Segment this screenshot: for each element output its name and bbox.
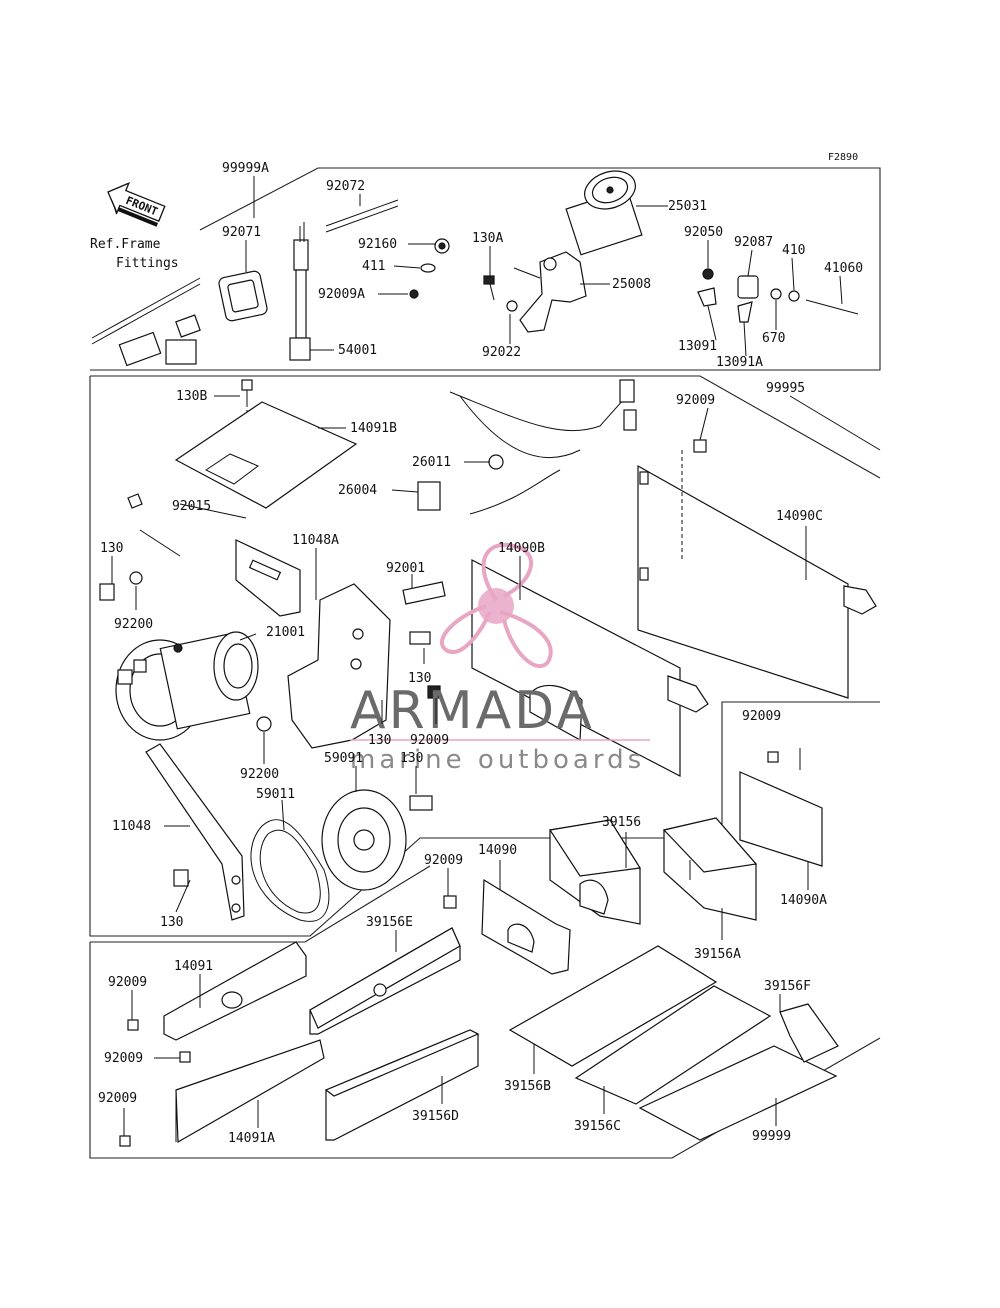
label-25031: 25031	[668, 199, 707, 214]
label-39156F: 39156F	[764, 979, 811, 994]
label-39156C: 39156C	[574, 1119, 621, 1134]
label-39156A: 39156A	[694, 947, 741, 962]
label-39156: 39156	[602, 815, 641, 830]
label-99999: 99999	[752, 1129, 791, 1144]
front-arrow-icon: FRONT	[107, 181, 166, 227]
label-130B: 130B	[176, 389, 207, 404]
label-92009A: 92009A	[318, 287, 365, 302]
label-130-d: 130	[400, 751, 423, 766]
label-41060: 41060	[824, 261, 863, 276]
label-92015: 92015	[172, 499, 211, 514]
label-130-c: 130	[368, 733, 391, 748]
alternator	[115, 631, 259, 741]
label-92160: 92160	[358, 237, 397, 252]
label-130-e: 130	[160, 915, 183, 930]
middle-section-parts	[99, 379, 877, 975]
label-92001: 92001	[386, 561, 425, 576]
label-54001: 54001	[338, 343, 377, 358]
propeller-logo-icon	[439, 542, 553, 669]
watermark-brand: ARMADA	[350, 681, 595, 741]
label-14091B: 14091B	[350, 421, 397, 436]
label-92071: 92071	[222, 225, 261, 240]
label-92009-e: 92009	[742, 709, 781, 724]
label-14091: 14091	[174, 959, 213, 974]
diagram-code: F2890	[828, 152, 858, 163]
label-130-b: 130	[408, 671, 431, 686]
label-13091: 13091	[678, 339, 717, 354]
label-59091: 59091	[324, 751, 363, 766]
leader-lines	[111, 176, 881, 1136]
label-39156D: 39156D	[412, 1109, 459, 1124]
label-92087: 92087	[734, 235, 773, 250]
bottom-section-parts	[119, 927, 839, 1147]
label-92009-c: 92009	[424, 853, 463, 868]
label-14090C: 14090C	[776, 509, 823, 524]
section-frames	[89, 167, 881, 1159]
label-39156E: 39156E	[366, 915, 413, 930]
top-section-parts	[91, 170, 859, 367]
reference-line-2: Fittings	[116, 256, 179, 271]
part-labels: 99999A 92072 92071 92160 130A 411 92009A…	[98, 161, 863, 1146]
label-39156B: 39156B	[504, 1079, 551, 1094]
label-26011: 26011	[412, 455, 451, 470]
reference-line-1: Ref.Frame	[90, 237, 161, 252]
label-14091A: 14091A	[228, 1131, 275, 1146]
label-14090B: 14090B	[498, 541, 545, 556]
label-11048: 11048	[112, 819, 151, 834]
label-130A: 130A	[472, 231, 503, 246]
label-92009-d: 92009	[108, 975, 147, 990]
label-92072: 92072	[326, 179, 365, 194]
label-26004: 26004	[338, 483, 377, 498]
label-92009-g: 92009	[98, 1091, 137, 1106]
label-410: 410	[782, 243, 805, 258]
label-14090A: 14090A	[780, 893, 827, 908]
label-411: 411	[362, 259, 385, 274]
label-99999A: 99999A	[222, 161, 269, 176]
label-92200-a: 92200	[114, 617, 153, 632]
label-670: 670	[762, 331, 785, 346]
watermark-tagline: marine outboards	[350, 745, 645, 775]
label-92200-b: 92200	[240, 767, 279, 782]
label-11048A: 11048A	[292, 533, 339, 548]
label-99995: 99995	[766, 381, 805, 396]
label-14090: 14090	[478, 843, 517, 858]
label-130-a: 130	[100, 541, 123, 556]
label-92009-f: 92009	[104, 1051, 143, 1066]
label-25008: 25008	[612, 277, 651, 292]
label-92050: 92050	[684, 225, 723, 240]
label-21001: 21001	[266, 625, 305, 640]
label-92009-a: 92009	[676, 393, 715, 408]
armada-watermark: ARMADA marine outboards	[350, 542, 650, 775]
label-92022: 92022	[482, 345, 521, 360]
label-92009-b: 92009	[410, 733, 449, 748]
label-59011: 59011	[256, 787, 295, 802]
label-13091A: 13091A	[716, 355, 763, 370]
